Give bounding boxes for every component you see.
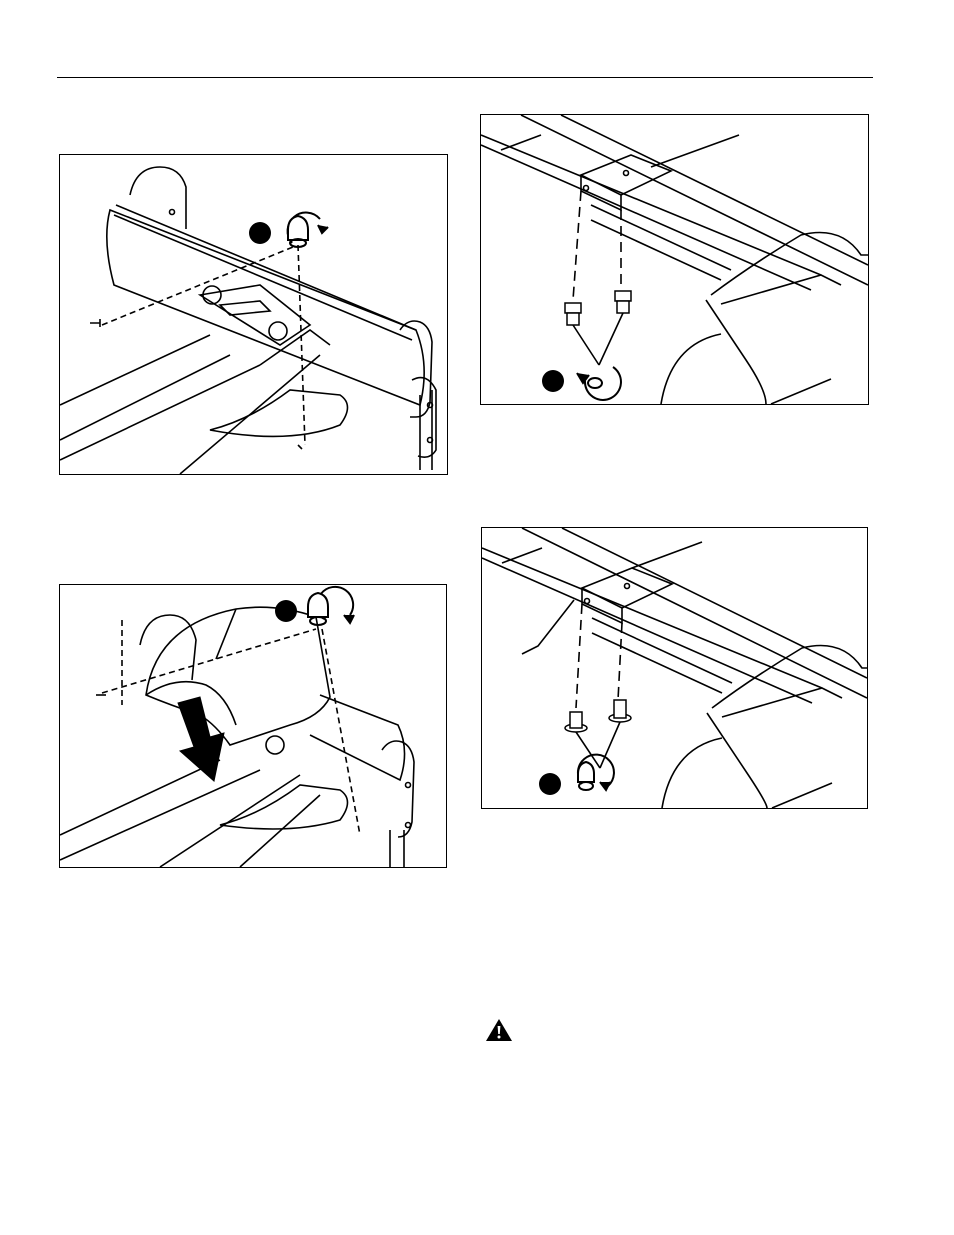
figure-end-cap-removal bbox=[59, 154, 448, 475]
callout-dot-icon bbox=[542, 370, 564, 392]
wrench-clockwise-icon bbox=[308, 587, 354, 625]
wrench-clockwise-icon bbox=[578, 755, 614, 790]
figure-bracket-removal bbox=[480, 114, 869, 405]
figure-cover-installation bbox=[59, 584, 447, 868]
bolt-icon bbox=[565, 700, 631, 732]
callout-dot-icon bbox=[249, 222, 271, 244]
illustration-bracket-install bbox=[482, 528, 867, 808]
down-arrow-icon bbox=[178, 697, 224, 781]
callout-dot-icon bbox=[275, 600, 297, 622]
bolt-icon bbox=[565, 291, 631, 325]
illustration-bracket bbox=[481, 115, 868, 404]
illustration-cover bbox=[60, 585, 446, 867]
header-rule bbox=[57, 77, 873, 78]
illustration-end-cap bbox=[60, 155, 447, 474]
callout-dot-icon bbox=[539, 773, 561, 795]
figure-bracket-installation bbox=[481, 527, 868, 809]
wrench-counterclockwise-icon bbox=[288, 213, 328, 247]
wrench-counterclockwise-icon bbox=[577, 367, 621, 400]
warning-triangle-icon bbox=[485, 1018, 513, 1042]
